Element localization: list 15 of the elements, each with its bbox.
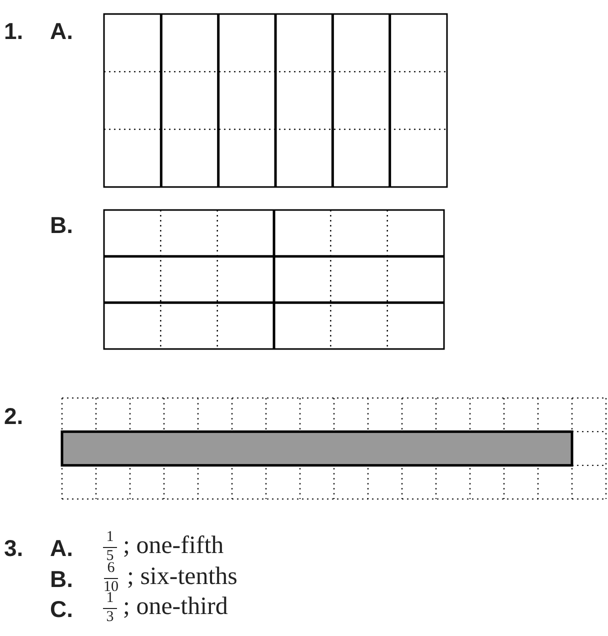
item-number: 1. (4, 20, 24, 43)
part-letter: A. (50, 537, 73, 560)
answer-text: ; one-fifth (123, 533, 224, 558)
fraction-numerator: 1 (106, 591, 114, 606)
fraction-numerator: 1 (105, 530, 115, 545)
item-number: 3. (4, 537, 24, 560)
part-letter: B. (50, 568, 73, 591)
fraction-denominator: 3 (105, 610, 115, 625)
item-number: 2. (4, 405, 24, 428)
answer-text: ; one-third (123, 594, 228, 619)
part-letter: A. (50, 20, 73, 43)
fraction-numerator: 6 (106, 561, 116, 576)
part-letter: B. (50, 214, 73, 237)
answer-text: ; six-tenths (127, 564, 238, 589)
part-letter: C. (50, 598, 73, 621)
